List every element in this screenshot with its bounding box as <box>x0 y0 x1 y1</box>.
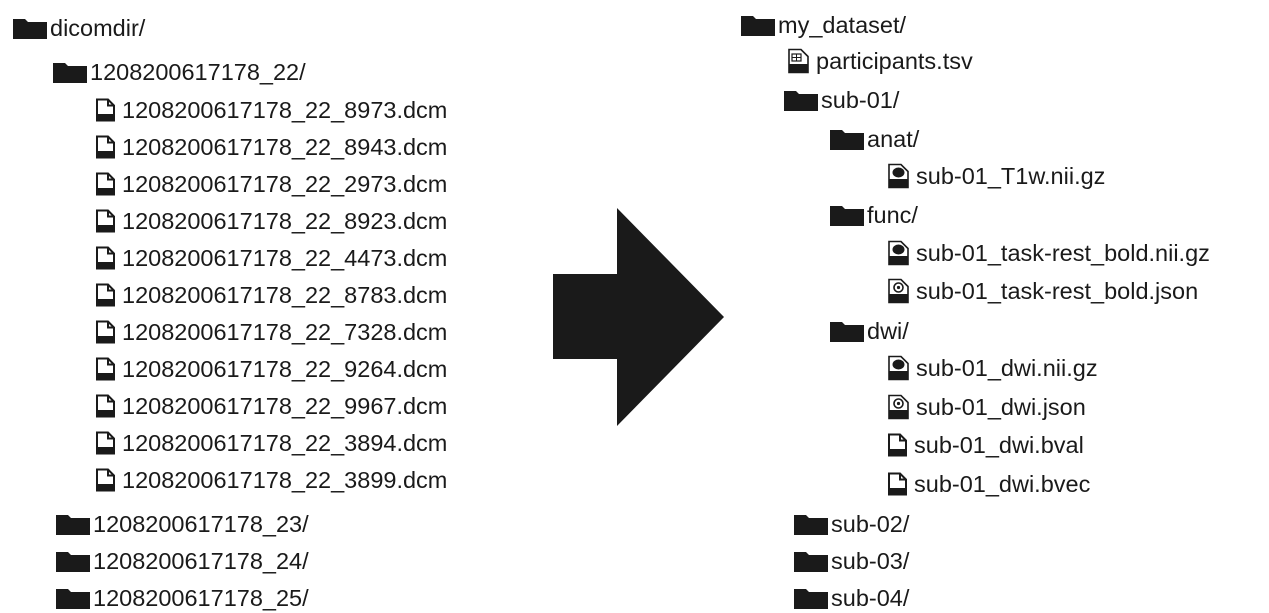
tree-row[interactable]: func/ <box>829 200 918 230</box>
tree-label: 1208200617178_22_7328.dcm <box>122 319 448 345</box>
folder-icon <box>829 203 867 227</box>
tree-row[interactable]: 1208200617178_22_8783.dcm <box>94 280 447 310</box>
json-file-icon <box>886 278 912 304</box>
tree-row[interactable]: sub-01_dwi.bvec <box>886 469 1090 499</box>
tree-label: 1208200617178_24/ <box>93 548 309 574</box>
tree-label: sub-04/ <box>831 585 910 611</box>
tree-row[interactable]: sub-01_dwi.bval <box>886 430 1084 460</box>
tree-row[interactable]: sub-01_dwi.nii.gz <box>886 353 1098 383</box>
tree-label: anat/ <box>867 126 920 152</box>
tree-row[interactable]: sub-01_dwi.json <box>886 392 1086 422</box>
tree-label: my_dataset/ <box>778 12 907 38</box>
tree-label: 1208200617178_22_2973.dcm <box>122 171 448 197</box>
tree-row[interactable]: sub-03/ <box>793 546 909 576</box>
folder-icon <box>793 512 831 536</box>
tree-row[interactable]: sub-01/ <box>783 85 899 115</box>
right-arrow-icon <box>553 208 724 426</box>
tree-label: 1208200617178_22_8943.dcm <box>122 134 448 160</box>
tree-label: 1208200617178_22_3899.dcm <box>122 467 448 493</box>
folder-icon <box>55 549 93 573</box>
tree-row[interactable]: 1208200617178_24/ <box>55 546 309 576</box>
file-icon <box>94 357 118 381</box>
tree-label: sub-01_task-rest_bold.json <box>916 278 1199 304</box>
json-file-icon <box>886 394 912 420</box>
tree-label: 1208200617178_22_8923.dcm <box>122 208 448 234</box>
file-icon <box>94 283 118 307</box>
tree-label: 1208200617178_22_4473.dcm <box>122 245 448 271</box>
tree-row[interactable]: 1208200617178_22/ <box>52 57 306 87</box>
tree-label: sub-02/ <box>831 511 910 537</box>
tree-row[interactable]: 1208200617178_22_9967.dcm <box>94 391 447 421</box>
tree-label: 1208200617178_22_9264.dcm <box>122 356 448 382</box>
tree-row[interactable]: dwi/ <box>829 316 909 346</box>
tree-row[interactable]: 1208200617178_22_4473.dcm <box>94 243 447 273</box>
tree-row[interactable]: 1208200617178_25/ <box>55 583 309 613</box>
tree-row[interactable]: dicomdir/ <box>12 13 145 43</box>
tree-row[interactable]: my_dataset/ <box>740 10 906 40</box>
tree-row[interactable]: sub-04/ <box>793 583 909 613</box>
file-icon <box>94 394 118 418</box>
tree-label: func/ <box>867 202 918 228</box>
tree-row[interactable]: sub-01_T1w.nii.gz <box>886 161 1105 191</box>
tree-row[interactable]: sub-02/ <box>793 509 909 539</box>
file-icon <box>886 433 910 457</box>
tree-row[interactable]: sub-01_task-rest_bold.json <box>886 276 1198 306</box>
nifti-file-icon <box>886 355 912 381</box>
file-icon <box>94 320 118 344</box>
folder-icon <box>829 127 867 151</box>
folder-icon <box>52 60 90 84</box>
folder-icon <box>783 88 821 112</box>
tree-row[interactable]: 1208200617178_22_7328.dcm <box>94 317 447 347</box>
tree-label: sub-01_dwi.bvec <box>914 471 1091 497</box>
tree-row[interactable]: 1208200617178_23/ <box>55 509 309 539</box>
tree-row[interactable]: 1208200617178_22_8923.dcm <box>94 206 447 236</box>
tree-label: participants.tsv <box>816 48 973 74</box>
tree-label: 1208200617178_23/ <box>93 511 309 537</box>
tree-label: dicomdir/ <box>50 15 146 41</box>
file-icon <box>94 172 118 196</box>
folder-icon <box>793 586 831 610</box>
tree-label: sub-01_task-rest_bold.nii.gz <box>916 240 1210 266</box>
tree-row[interactable]: 1208200617178_22_8973.dcm <box>94 95 447 125</box>
folder-icon <box>793 549 831 573</box>
file-icon <box>94 209 118 233</box>
tree-label: 1208200617178_22/ <box>90 59 306 85</box>
tree-label: sub-03/ <box>831 548 910 574</box>
nifti-file-icon <box>886 240 912 266</box>
folder-icon <box>829 319 867 343</box>
tree-label: 1208200617178_22_8783.dcm <box>122 282 448 308</box>
file-icon <box>886 472 910 496</box>
file-icon <box>94 431 118 455</box>
tree-label: sub-01_dwi.bval <box>914 432 1084 458</box>
folder-icon <box>55 512 93 536</box>
tree-label: 1208200617178_25/ <box>93 585 309 611</box>
tree-label: sub-01_T1w.nii.gz <box>916 163 1106 189</box>
file-icon <box>94 135 118 159</box>
tree-row[interactable]: 1208200617178_22_3894.dcm <box>94 428 447 458</box>
tree-label: sub-01_dwi.json <box>916 394 1086 420</box>
tree-row[interactable]: 1208200617178_22_2973.dcm <box>94 169 447 199</box>
tree-row[interactable]: 1208200617178_22_9264.dcm <box>94 354 447 384</box>
tree-row[interactable]: 1208200617178_22_3899.dcm <box>94 465 447 495</box>
tree-row[interactable]: participants.tsv <box>786 46 973 76</box>
tree-label: dwi/ <box>867 318 909 344</box>
file-icon <box>94 246 118 270</box>
tree-label: sub-01_dwi.nii.gz <box>916 355 1098 381</box>
tree-label: sub-01/ <box>821 87 900 113</box>
tree-label: 1208200617178_22_3894.dcm <box>122 430 448 456</box>
tree-row[interactable]: 1208200617178_22_8943.dcm <box>94 132 447 162</box>
tree-label: 1208200617178_22_8973.dcm <box>122 97 448 123</box>
tree-row[interactable]: anat/ <box>829 124 919 154</box>
tree-label: 1208200617178_22_9967.dcm <box>122 393 448 419</box>
folder-icon <box>12 16 50 40</box>
file-icon <box>94 468 118 492</box>
tsv-file-icon <box>786 48 812 74</box>
file-icon <box>94 98 118 122</box>
folder-icon <box>55 586 93 610</box>
nifti-file-icon <box>886 163 912 189</box>
folder-icon <box>740 13 778 37</box>
tree-row[interactable]: sub-01_task-rest_bold.nii.gz <box>886 238 1210 268</box>
